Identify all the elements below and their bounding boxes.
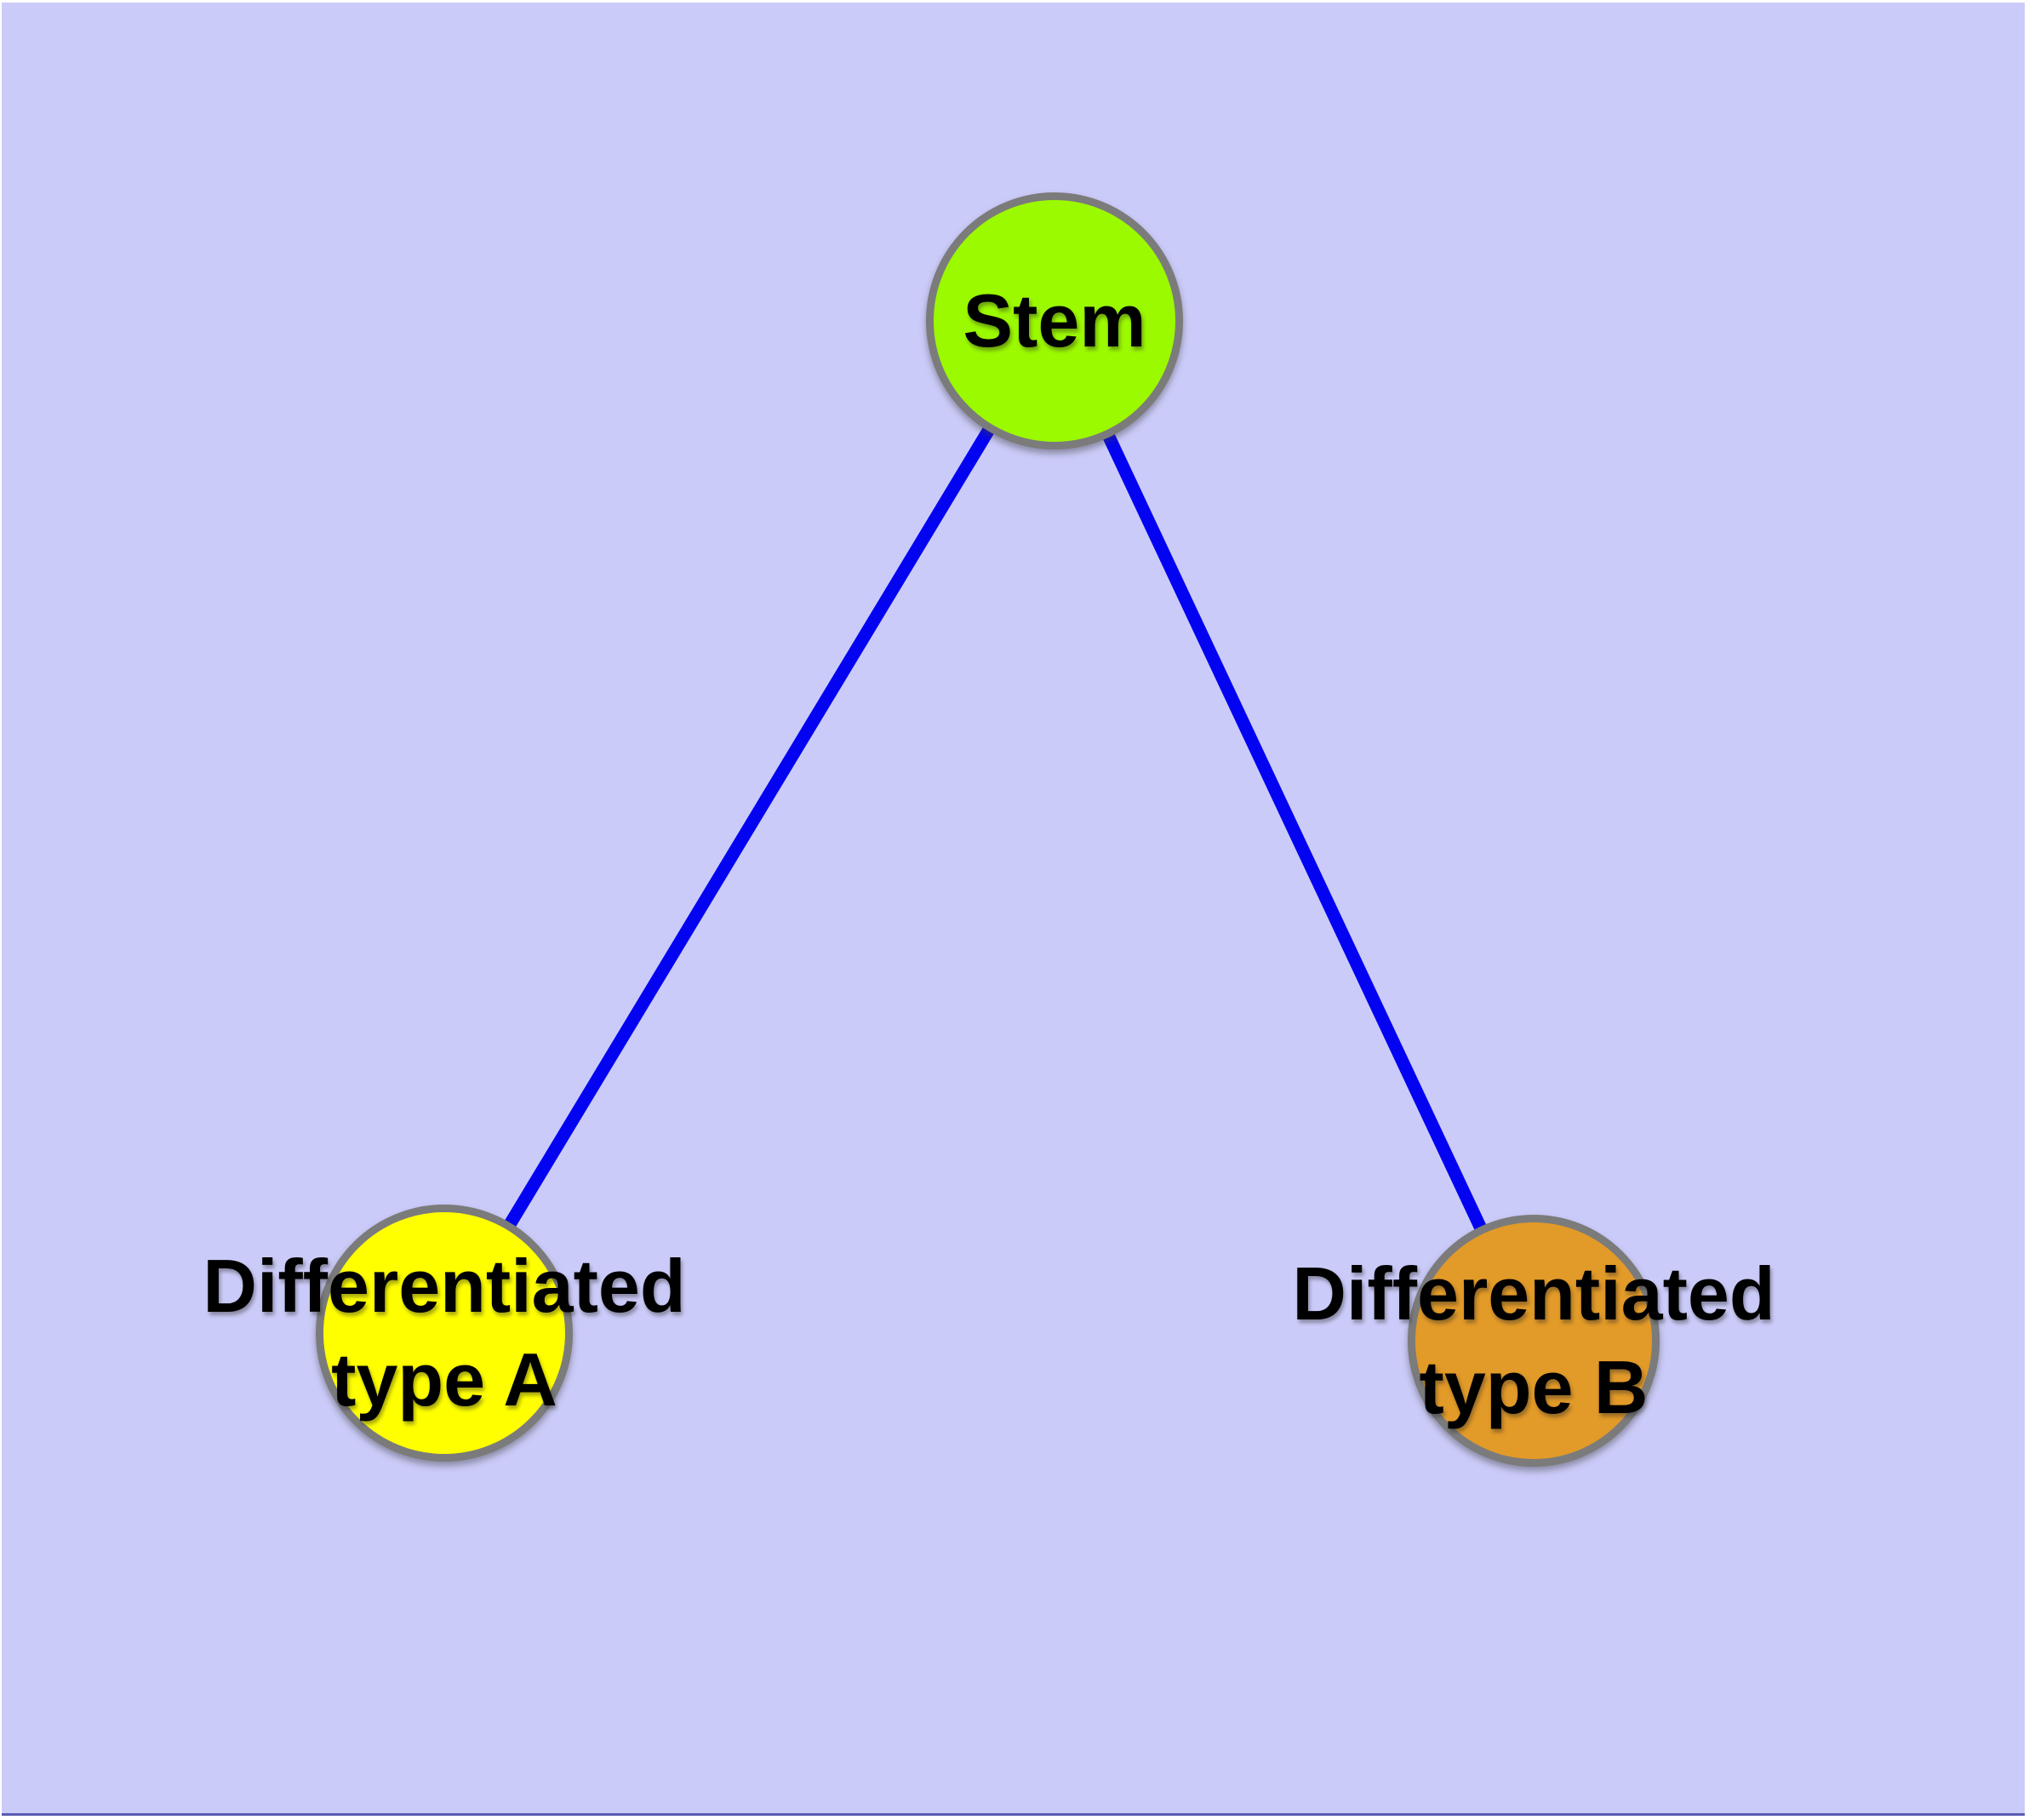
stem-label-line-1: Stem [963,278,1146,363]
edge-stem-to-differentiated-type-a [438,318,1060,1336]
edge-layer [438,318,1540,1344]
canvas-bottom-edge-line [2,1813,2025,1816]
stem-node-circle [926,192,1183,449]
differentiated-type-a-node-circle [316,1205,573,1462]
stem-node-label: Stem [963,274,1146,368]
differentiated-type-a-label-line-2: type A [331,1337,557,1422]
differentiated-type-b-label-line-2: type B [1419,1345,1649,1429]
differentiated-type-a-node-label: Differentiated type A [203,1239,685,1427]
differentiated-type-b-label-line-1: Differentiated [1292,1251,1775,1336]
edge-stem-to-differentiated-type-b [1049,318,1540,1344]
diagram-canvas: Stem Differentiated type A Differentiate… [2,3,2025,1816]
differentiated-type-b-node-circle [1408,1215,1660,1467]
differentiated-type-b-node-label: Differentiated type B [1292,1247,1775,1434]
differentiated-type-a-label-line-1: Differentiated [203,1244,686,1328]
